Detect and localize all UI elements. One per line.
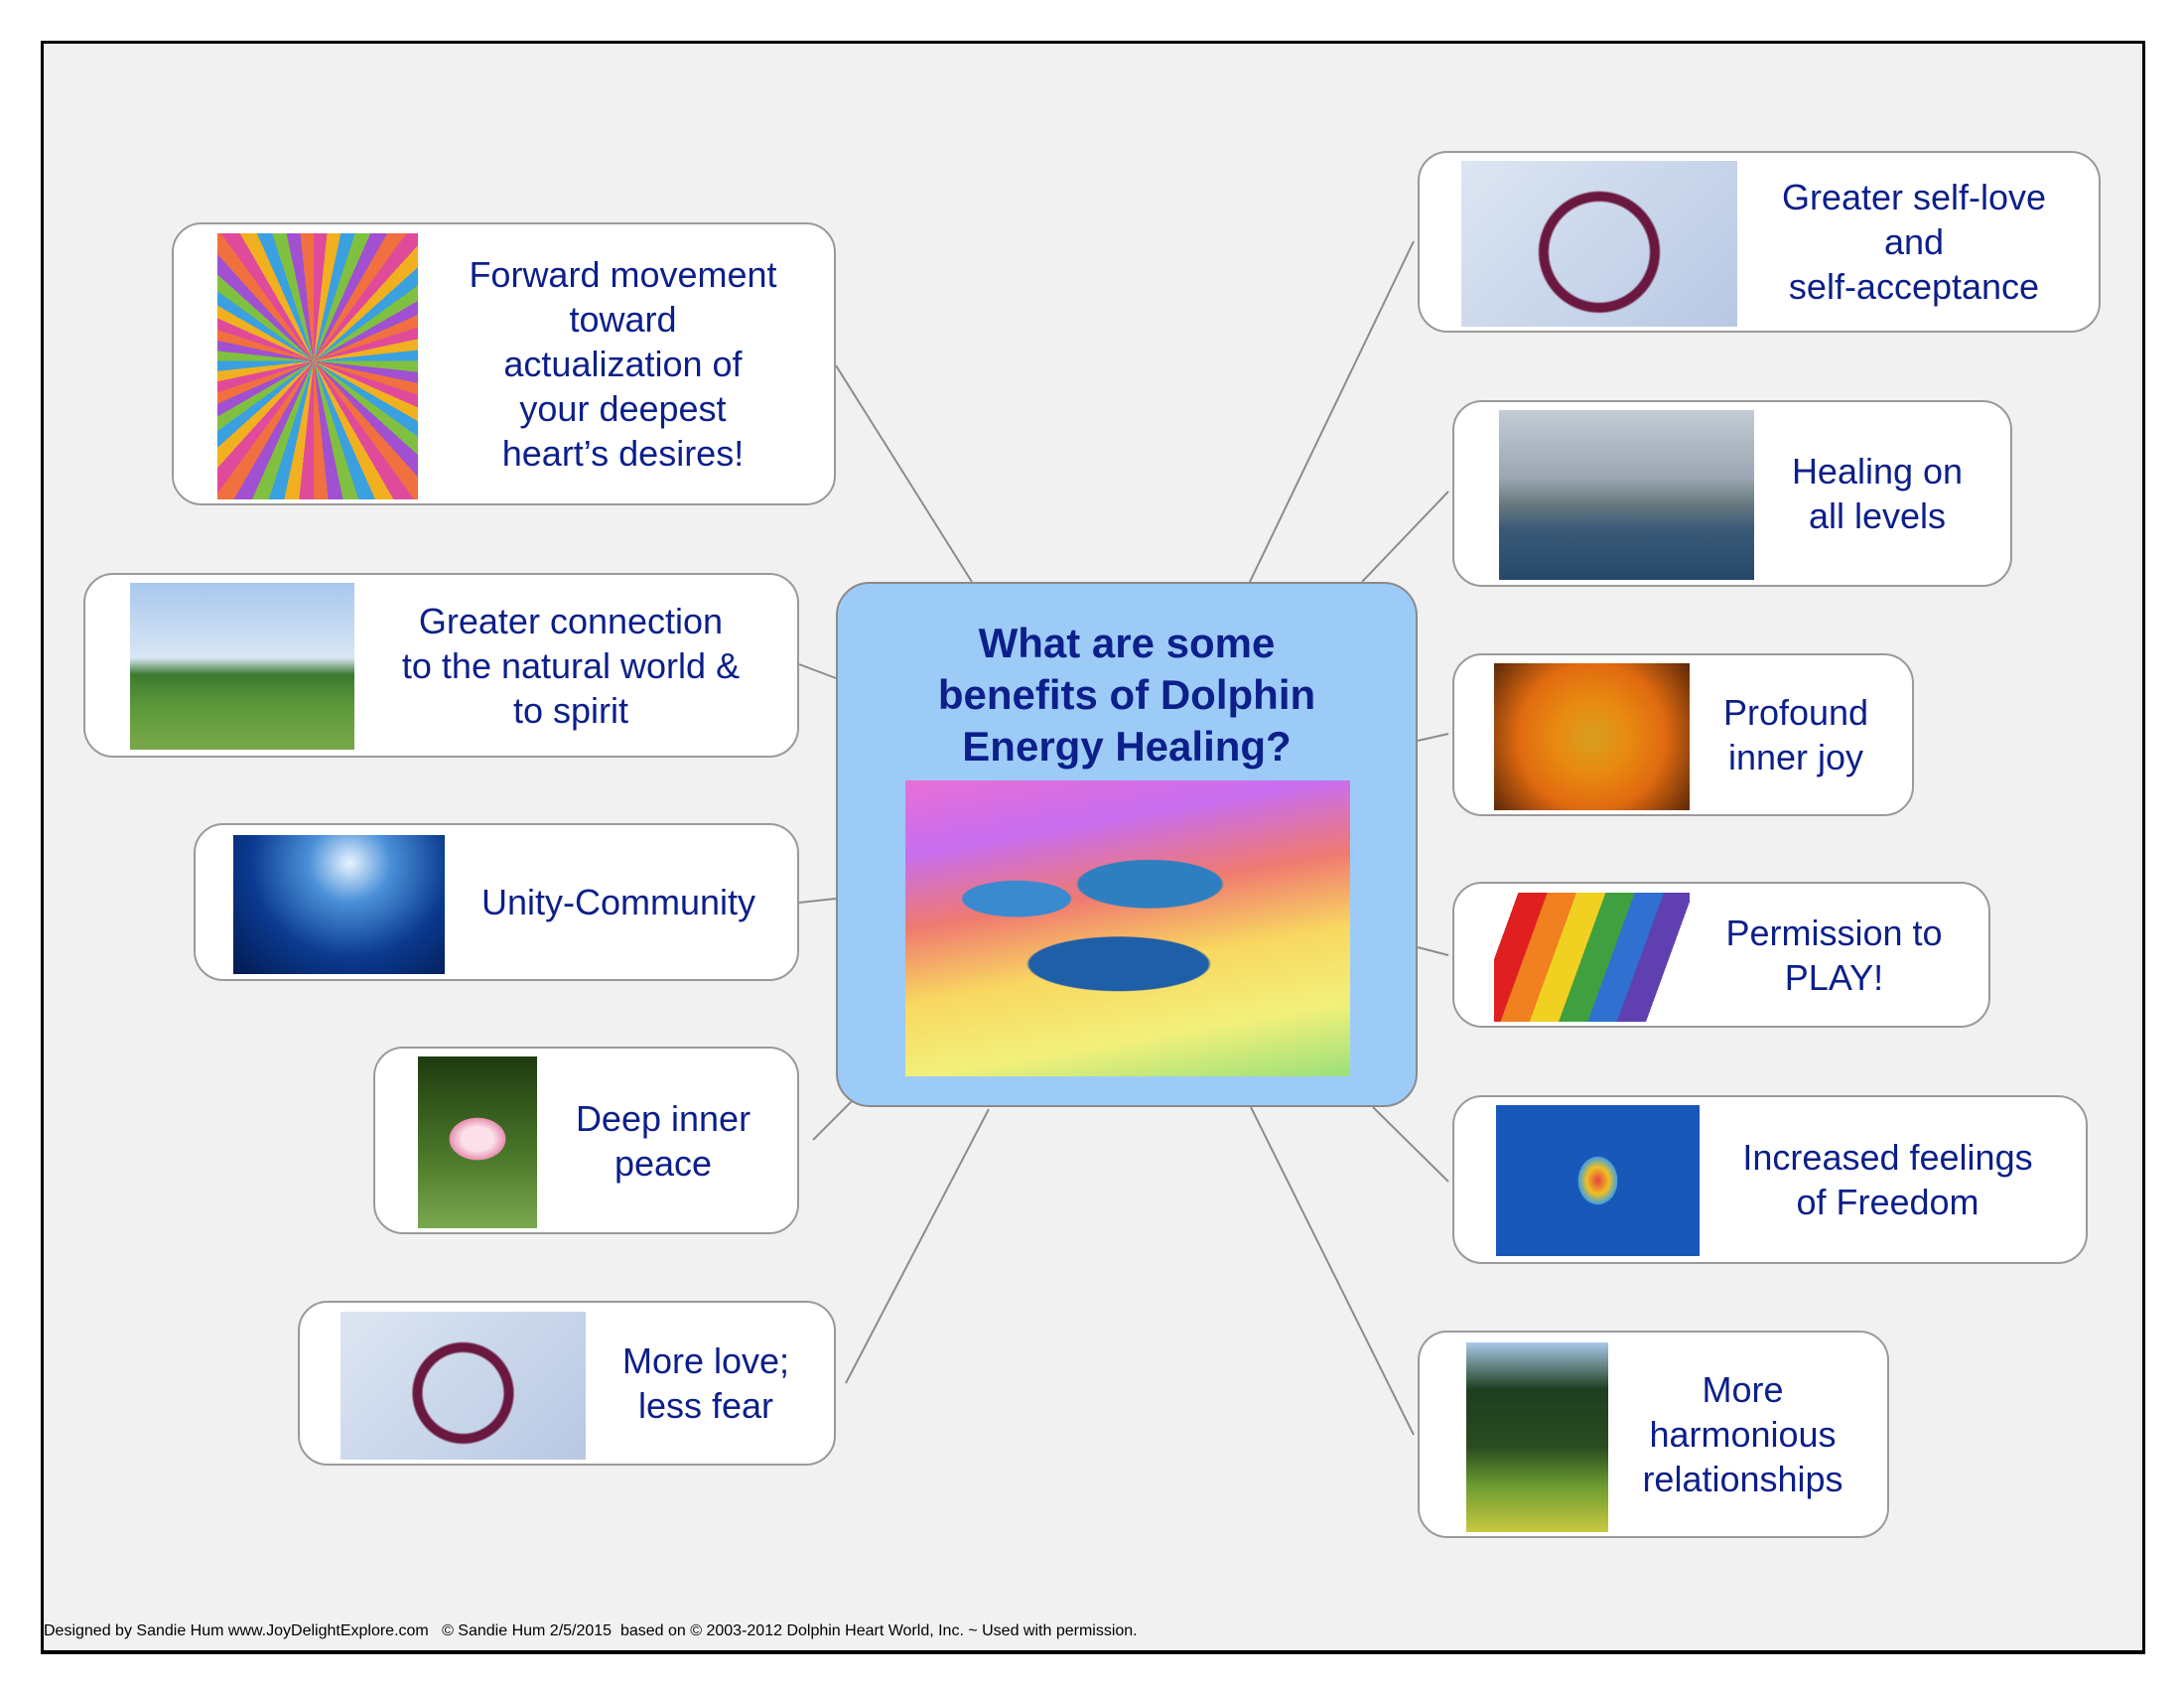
forest-meadow-image [1466,1342,1608,1532]
dolphins-rainbow-image [905,780,1350,1076]
topic-greater-connection[interactable]: Greater connection to the natural world … [83,573,799,758]
heart-painting-image [341,1312,586,1460]
lotus-image [418,1056,537,1228]
central-topic-title: What are some benefits of Dolphin Energy… [937,620,1316,770]
topic-play[interactable]: Permission to PLAY! [1452,882,1990,1028]
footer-credits: Designed by Sandie Hum www.JoyDelightExp… [44,1622,1138,1639]
connector [835,364,973,583]
topic-inner-joy[interactable]: Profound inner joy [1452,653,1914,816]
connector [1361,491,1449,583]
connector [1417,733,1449,742]
topic-self-love[interactable]: Greater self-love and self-acceptance [1418,151,2101,333]
connector [1249,240,1415,583]
topic-text: Deep inner peace [575,1097,751,1184]
meadow-rainbow-image [130,583,354,750]
topic-healing[interactable]: Healing on all levels [1452,400,2012,587]
hot-air-balloon-image [1496,1105,1700,1256]
connector [798,663,837,679]
topic-text: Forward movement toward actualization of… [469,254,777,474]
xylophone-image [1494,893,1690,1022]
topic-harmonious-relationships[interactable]: More harmonious relationships [1418,1331,1889,1538]
connector [845,1108,990,1384]
connector [1250,1106,1415,1436]
topic-deep-inner-peace[interactable]: Deep inner peace [373,1047,799,1234]
dolphins-underwater-image [233,835,445,974]
topic-text: Increased feelings of Freedom [1742,1137,2033,1222]
orange-flower-image [1494,663,1690,810]
topic-text: Profound inner joy [1722,692,1869,777]
topic-text: Permission to PLAY! [1725,912,1943,998]
connector [1417,946,1449,956]
connector [812,1099,854,1141]
topic-text: Unity-Community [480,882,756,922]
topic-freedom[interactable]: Increased feelings of Freedom [1452,1095,2088,1264]
topic-text: Greater self-love and self-acceptance [1781,177,2047,307]
topic-forward-movement[interactable]: Forward movement toward actualization of… [172,222,836,505]
heart-painting-image [1461,161,1737,327]
topic-text: More harmonious relationships [1642,1369,1843,1499]
central-topic[interactable]: What are some benefits of Dolphin Energy… [836,582,1418,1107]
topic-text: Healing on all levels [1791,451,1964,536]
topic-text: More love; less fear [621,1340,790,1426]
topic-unity-community[interactable]: Unity-Community [194,823,799,981]
color-burst-image [217,233,418,499]
rainbow-coast-image [1499,410,1754,580]
topic-more-love[interactable]: More love; less fear [298,1301,836,1466]
connector [1372,1106,1449,1183]
connector [798,898,837,904]
topic-text: Greater connection to the natural world … [401,600,741,731]
